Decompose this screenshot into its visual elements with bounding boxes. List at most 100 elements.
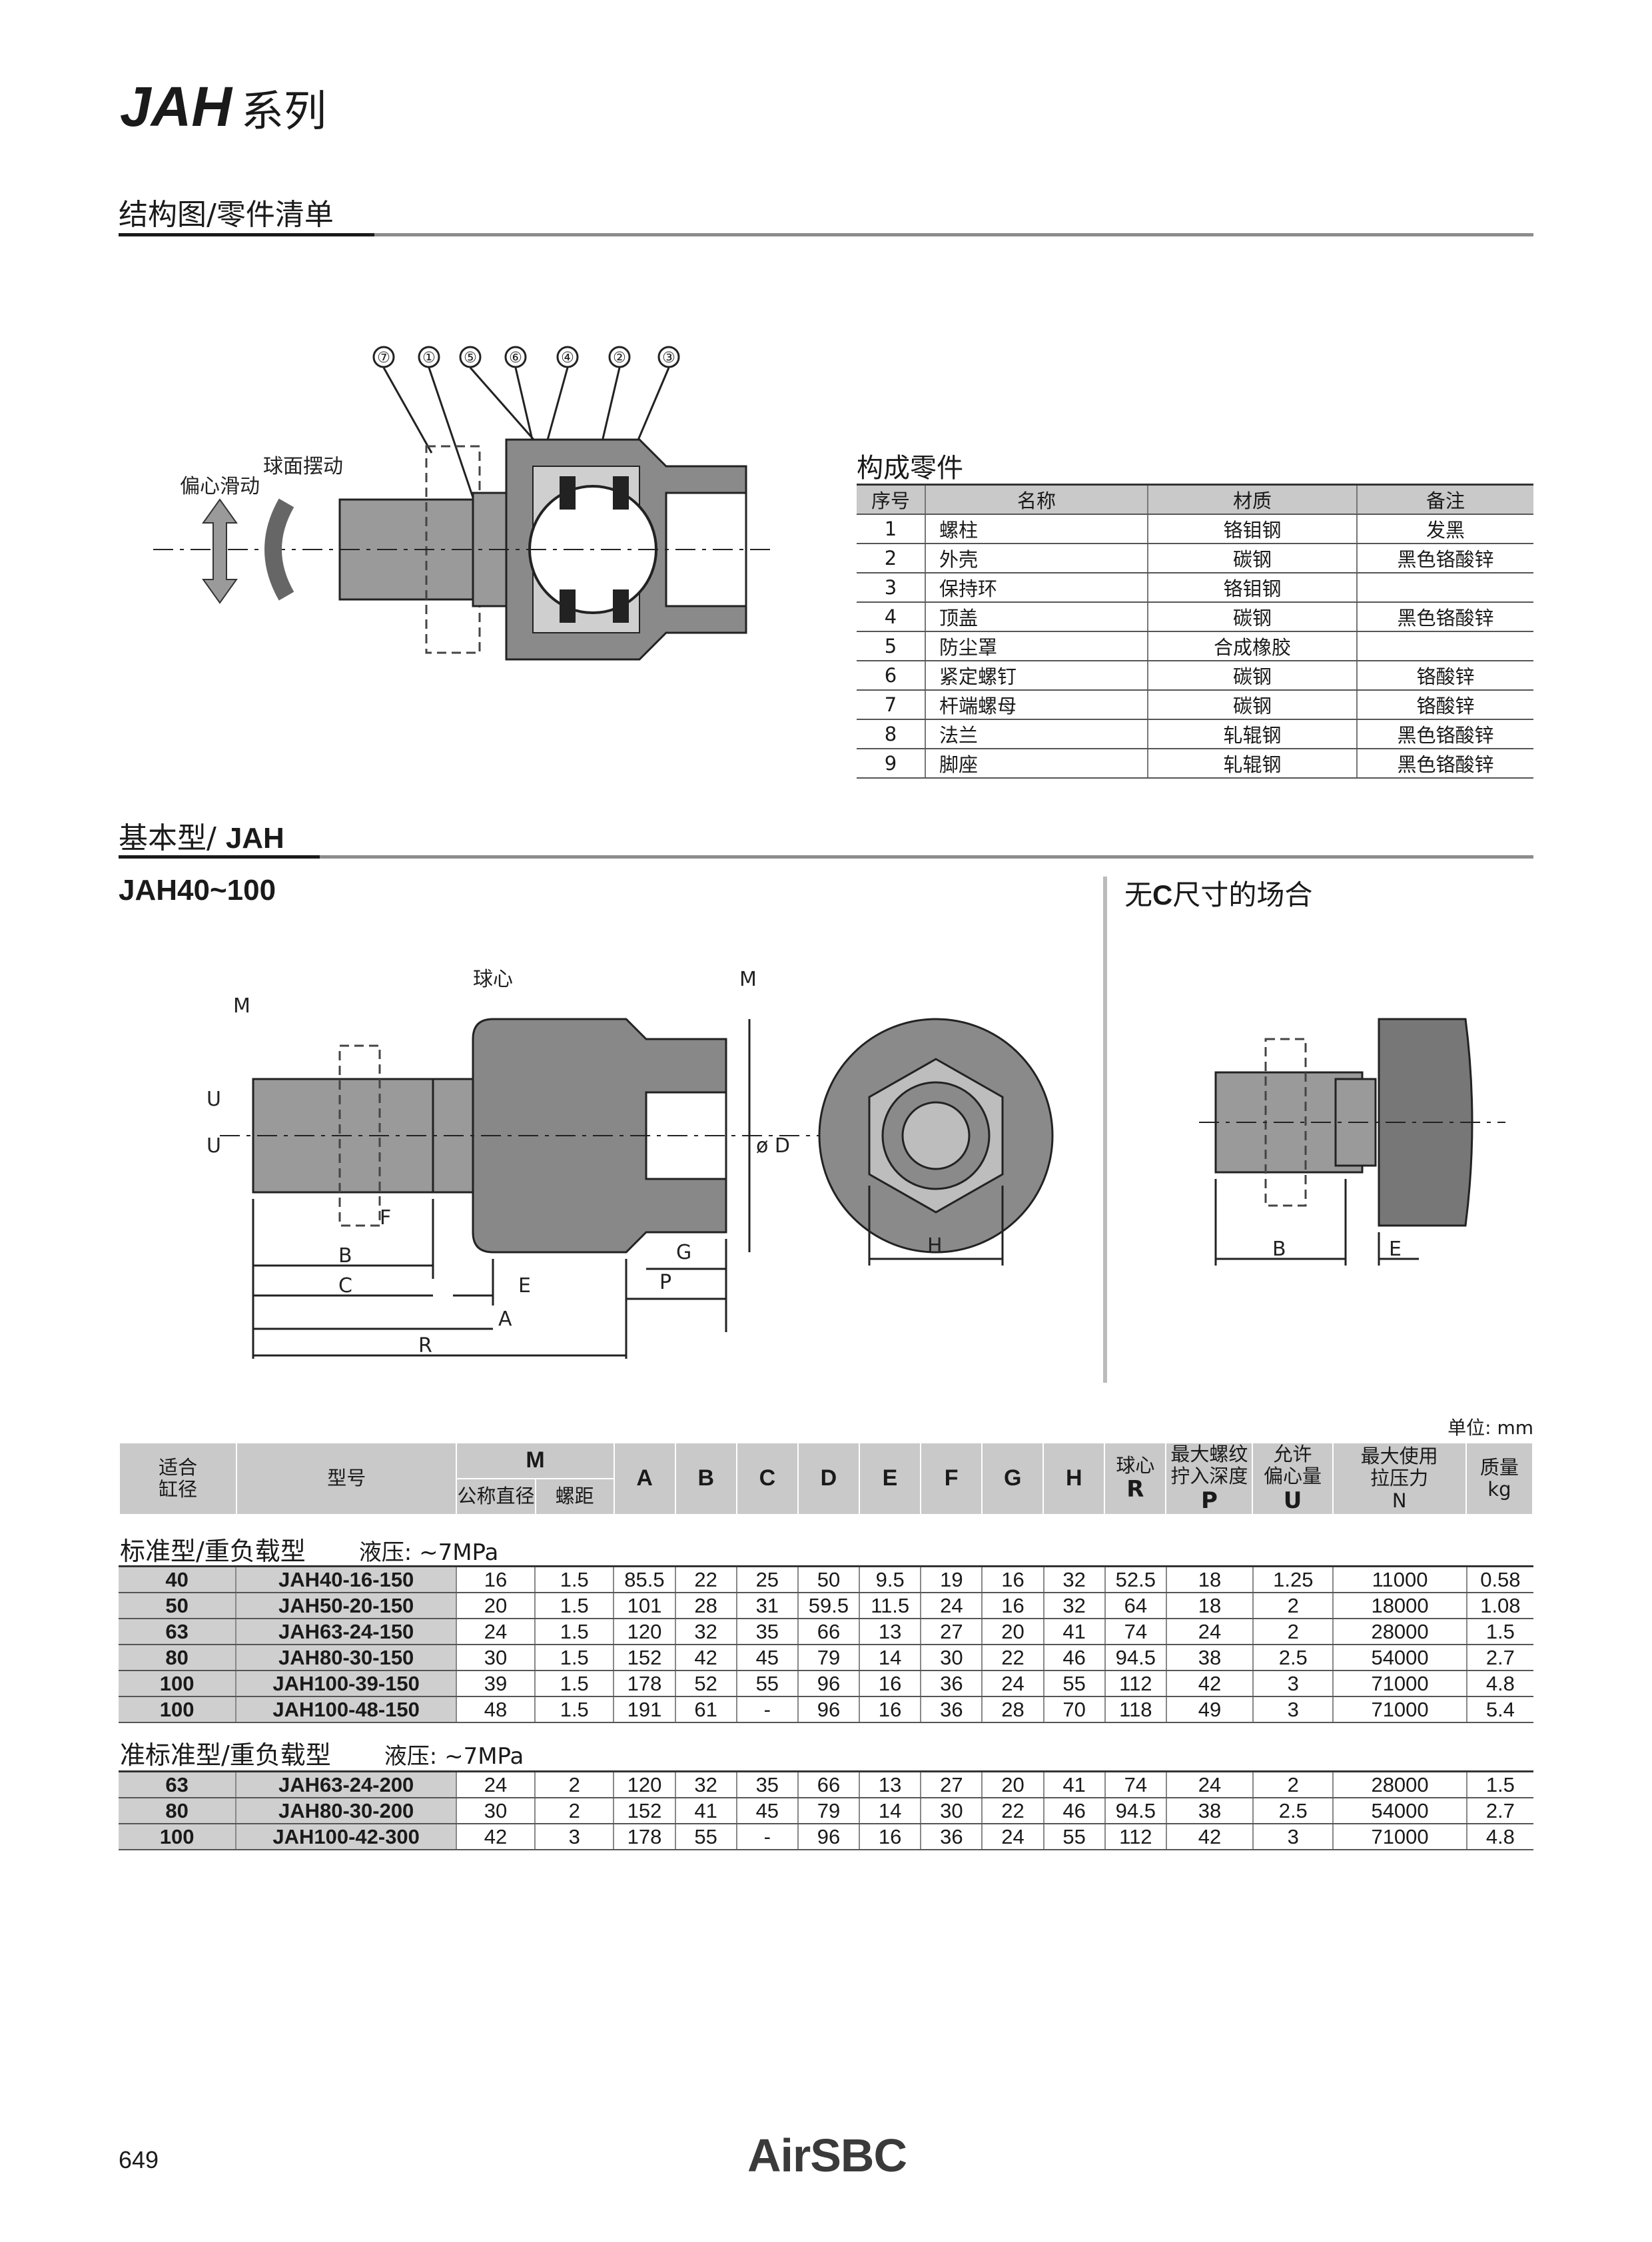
spec-cell: 55 <box>1042 1824 1105 1850</box>
spec-cell: 120 <box>613 1770 675 1798</box>
hdr-A: A <box>613 1442 676 1515</box>
spec-cell: 30 <box>455 1645 536 1671</box>
spec-cell: JAH100-42-300 <box>235 1824 456 1850</box>
spec-cell: 27 <box>920 1619 983 1645</box>
hdr-G: G <box>981 1442 1044 1515</box>
spec-cell: 0.58 <box>1465 1565 1533 1593</box>
series-code: JAH <box>120 75 232 138</box>
structure-diagram: ⑦ ① ⑤ ⑥ ④ ② ③ 偏心滑动 球面摆动 <box>153 346 773 661</box>
hdr-U-top: 允许 偏心量 <box>1264 1443 1322 1488</box>
parts-cell: 法兰 <box>925 719 1148 749</box>
spec-cell: 96 <box>797 1671 860 1697</box>
spec-cell: JAH63-24-200 <box>235 1770 456 1798</box>
unit-label: 单位: mm <box>1447 1417 1533 1439</box>
spec-cell: 2 <box>534 1798 614 1824</box>
spec-cell: 18 <box>1165 1565 1254 1593</box>
hdr-C: C <box>735 1442 799 1515</box>
spec-cell: 100 <box>119 1671 236 1697</box>
spec-cell: 4.8 <box>1465 1824 1533 1850</box>
parts-cell: 螺柱 <box>925 514 1148 544</box>
spec-cell: 66 <box>797 1770 860 1798</box>
hdr-M: M <box>456 1442 615 1479</box>
spec-cell: 19 <box>920 1565 983 1593</box>
dim-U-bottom: U <box>206 1134 221 1158</box>
parts-cell: 轧辊钢 <box>1147 749 1357 779</box>
spec-cell: 22 <box>981 1798 1044 1824</box>
spec-cell: 11.5 <box>859 1593 921 1619</box>
spec-cell: 100 <box>119 1696 236 1723</box>
spec-cell: 79 <box>797 1645 860 1671</box>
callout-3: ③ <box>662 350 675 366</box>
hdr-kg-top: 质量 <box>1479 1455 1519 1479</box>
dim-E-noc: E <box>1389 1238 1402 1261</box>
parts-cell: 铬钼钢 <box>1147 514 1357 544</box>
spec-cell: 24 <box>981 1824 1044 1850</box>
dim-M-left: M <box>233 994 250 1018</box>
parts-cell: 脚座 <box>925 749 1148 779</box>
parts-cell: 碳钢 <box>1147 602 1357 632</box>
spec-cell: 63 <box>119 1619 236 1645</box>
spec-cell: 54000 <box>1332 1645 1467 1671</box>
hdr-R-top: 球心 <box>1116 1453 1155 1477</box>
spec-cell: 2 <box>1252 1619 1334 1645</box>
spherical-arrow-icon <box>264 498 294 601</box>
no-c-bold: C <box>1152 879 1173 911</box>
spec-cell: 94.5 <box>1104 1645 1166 1671</box>
col-remark: 备注 <box>1356 484 1533 515</box>
group-title-semi-standard: 准标准型/重负载型液压: ~7MPa <box>120 1734 524 1771</box>
spec-cell: 30 <box>920 1798 983 1824</box>
parts-cell: 轧辊钢 <box>1147 719 1357 749</box>
spec-cell: 20 <box>455 1593 536 1619</box>
spec-cell: JAH50-20-150 <box>235 1593 456 1619</box>
spec-cell: 2 <box>1252 1770 1334 1798</box>
dimension-drawing: 球心 M M U U F B C E A R G P ø D H <box>206 968 1054 1359</box>
spec-cell: 2.5 <box>1252 1798 1334 1824</box>
spec-cell: 49 <box>1165 1696 1254 1723</box>
parts-cell: 8 <box>857 719 925 749</box>
dim-B: B <box>338 1244 352 1268</box>
hdr-M-pitch: 螺距 <box>534 1478 615 1515</box>
spec-cell: 1.5 <box>1465 1770 1533 1798</box>
spec-cell: 152 <box>613 1645 675 1671</box>
spec-cell: 63 <box>119 1770 236 1798</box>
parts-cell: 3 <box>857 573 925 603</box>
hdr-kg-bot: kg <box>1487 1478 1511 1501</box>
parts-cell: 顶盖 <box>925 602 1148 632</box>
spec-cell: 42 <box>1165 1824 1254 1850</box>
spec-cell: 178 <box>613 1671 675 1697</box>
parts-cell: 杆端螺母 <box>925 690 1148 720</box>
spec-cell: 101 <box>613 1593 675 1619</box>
section-basic-cn: 基本型/ <box>119 821 226 855</box>
parts-cell <box>1356 631 1533 661</box>
group-semi-pressure: 液压: ~7MPa <box>384 1743 524 1770</box>
spec-cell: 16 <box>981 1565 1044 1593</box>
spec-cell: 1.5 <box>534 1645 614 1671</box>
spec-cell: 16 <box>981 1593 1044 1619</box>
spec-cell: 24 <box>455 1619 536 1645</box>
spec-cell: 13 <box>859 1619 921 1645</box>
spec-cell: 178 <box>613 1824 675 1850</box>
parts-cell: 铬酸锌 <box>1356 661 1533 691</box>
spec-cell: 36 <box>920 1824 983 1850</box>
spec-cell: 30 <box>920 1645 983 1671</box>
spec-cell: 14 <box>859 1798 921 1824</box>
parts-list-title: 构成零件 <box>857 453 963 484</box>
spec-cell: 24 <box>920 1593 983 1619</box>
spec-cell: 2 <box>534 1770 614 1798</box>
dim-A: A <box>498 1308 512 1331</box>
spec-cell: 1.08 <box>1465 1593 1533 1619</box>
